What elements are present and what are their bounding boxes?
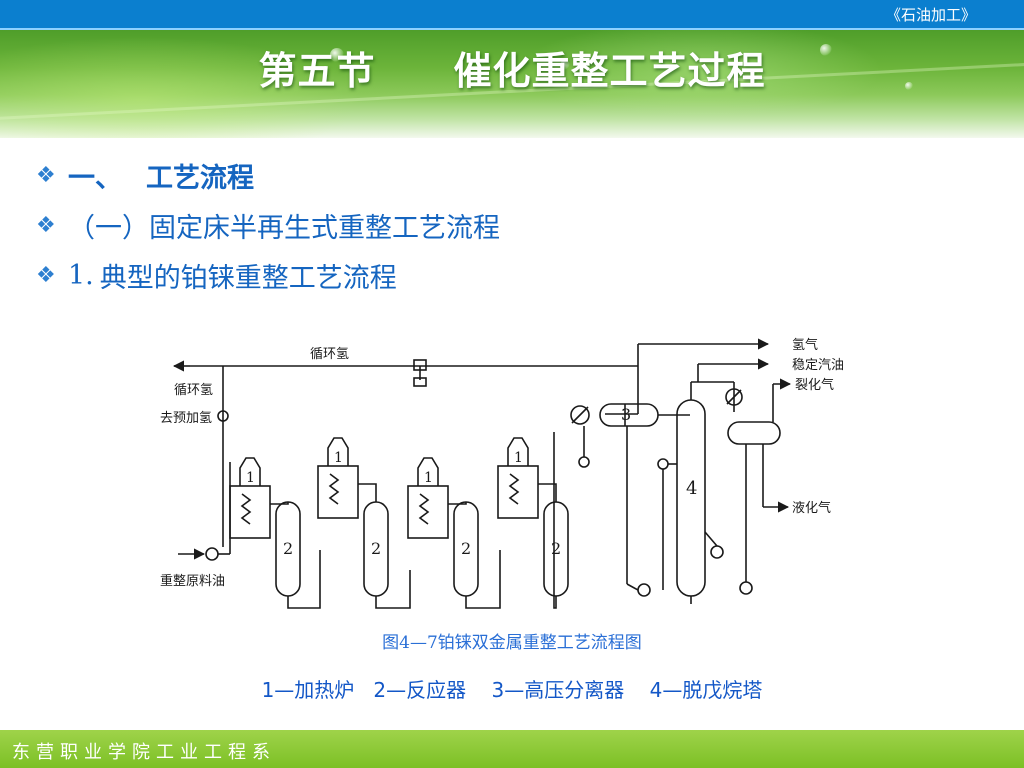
pump-icon bbox=[739, 581, 753, 595]
leaf-banner bbox=[0, 30, 1024, 138]
heating-coil-icon bbox=[418, 493, 430, 525]
top-bar: 《石油加工》 bbox=[0, 0, 1024, 30]
feed-pump-icon bbox=[205, 547, 219, 561]
pipe-segment bbox=[270, 502, 289, 505]
figure-caption: 图4—7铂铼双金属重整工艺流程图 bbox=[382, 633, 642, 653]
bullet-number: 一、 bbox=[68, 162, 122, 194]
bullet-list: ❖ 一、 工艺流程 ❖ （一）固定床半再生式重整工艺流程 ❖ 1. 典型的铂铼重… bbox=[36, 150, 500, 300]
label-cracked-gas: 裂化气 bbox=[795, 377, 834, 393]
course-name: 《石油加工》 bbox=[885, 6, 976, 24]
flow-meter-icon bbox=[217, 410, 229, 422]
feed-line bbox=[178, 410, 231, 561]
reactor-number: 2 bbox=[461, 539, 471, 558]
diamond-bullet-icon: ❖ bbox=[36, 262, 56, 288]
bullet-item: ❖ （一）固定床半再生式重整工艺流程 bbox=[36, 200, 500, 250]
compressor-icon bbox=[413, 359, 427, 371]
diamond-bullet-icon: ❖ bbox=[36, 162, 56, 188]
furnace-chimney bbox=[417, 457, 439, 486]
label-feed: 重整原料油 bbox=[160, 573, 225, 589]
furnace-box bbox=[407, 485, 449, 539]
water-drop-decoration bbox=[905, 82, 913, 90]
water-drop-decoration bbox=[560, 60, 570, 70]
figure-legend: 1—加热炉 2—反应器 3—高压分离器 4—脱戊烷塔 bbox=[261, 678, 763, 702]
pipe-segment bbox=[448, 502, 467, 505]
condenser-icon bbox=[725, 388, 743, 406]
water-drop-decoration bbox=[330, 48, 344, 62]
furnace-chimney bbox=[239, 457, 261, 486]
furnace-number: 1 bbox=[424, 470, 433, 486]
diamond-bullet-icon: ❖ bbox=[36, 212, 56, 238]
pipe-segment bbox=[375, 570, 411, 609]
process-flow-diagram: 1 2 1 2 1 2 1 2 bbox=[160, 337, 844, 609]
pump-icon bbox=[710, 545, 724, 559]
footer-bar: 东营职业学院工业工程系 bbox=[0, 730, 1024, 768]
bullet-text: 工艺流程 bbox=[146, 162, 254, 194]
water-drop-decoration bbox=[820, 44, 832, 56]
bullet-number: 1. bbox=[68, 259, 94, 291]
bullet-item: ❖ 一、 工艺流程 bbox=[36, 150, 500, 200]
label-lpg: 液化气 bbox=[792, 500, 831, 516]
pipe-segment bbox=[358, 483, 377, 502]
heating-coil-icon bbox=[508, 473, 520, 505]
label-recycle-hydrogen: 循环氢 bbox=[310, 347, 349, 362]
product-outlets bbox=[637, 338, 792, 513]
department-name: 东营职业学院工业工程系 bbox=[12, 742, 276, 763]
label-hydrogen: 氢气 bbox=[792, 337, 818, 353]
pipe-segment bbox=[465, 550, 501, 609]
furnace-group: 1 2 1 2 1 2 1 2 bbox=[229, 432, 569, 609]
depentanizer-tower bbox=[657, 381, 781, 604]
furnace-box bbox=[229, 485, 271, 539]
heating-coil-icon bbox=[240, 493, 252, 525]
separator-number: 3 bbox=[621, 405, 631, 424]
furnace-chimney bbox=[327, 437, 349, 466]
reactor-number: 2 bbox=[283, 539, 293, 558]
slide-title: 第五节 催化重整工艺过程 bbox=[258, 49, 766, 93]
pipe-segment bbox=[287, 550, 321, 609]
bullet-text: 典型的铂铼重整工艺流程 bbox=[99, 262, 397, 294]
cooler-icon bbox=[570, 405, 590, 425]
bullet-item: ❖ 1. 典型的铂铼重整工艺流程 bbox=[36, 250, 500, 300]
recycle-hydrogen-line bbox=[172, 359, 639, 547]
reflux-drum bbox=[727, 421, 781, 445]
bullet-text: （一）固定床半再生式重整工艺流程 bbox=[68, 212, 500, 244]
furnace-box bbox=[497, 465, 539, 519]
pipe-segment bbox=[538, 483, 557, 502]
furnace-chimney bbox=[507, 437, 529, 466]
furnace-box bbox=[317, 465, 359, 519]
reactor-number: 2 bbox=[371, 539, 381, 558]
furnace-number: 1 bbox=[514, 450, 523, 466]
reactor-number: 2 bbox=[551, 539, 561, 558]
label-stable-gasoline: 稳定汽油 bbox=[792, 357, 844, 373]
heating-coil-icon bbox=[328, 473, 340, 505]
furnace-number: 1 bbox=[246, 470, 255, 486]
label-to-prehydrotreating: 去预加氢 bbox=[160, 411, 212, 426]
label-recycle-hydrogen-2: 循环氢 bbox=[174, 383, 213, 398]
furnace-number: 1 bbox=[334, 450, 343, 466]
high-pressure-separator bbox=[570, 403, 690, 597]
pipe-segment bbox=[553, 432, 557, 609]
tower-number: 4 bbox=[686, 478, 697, 499]
pump-icon bbox=[637, 583, 651, 597]
